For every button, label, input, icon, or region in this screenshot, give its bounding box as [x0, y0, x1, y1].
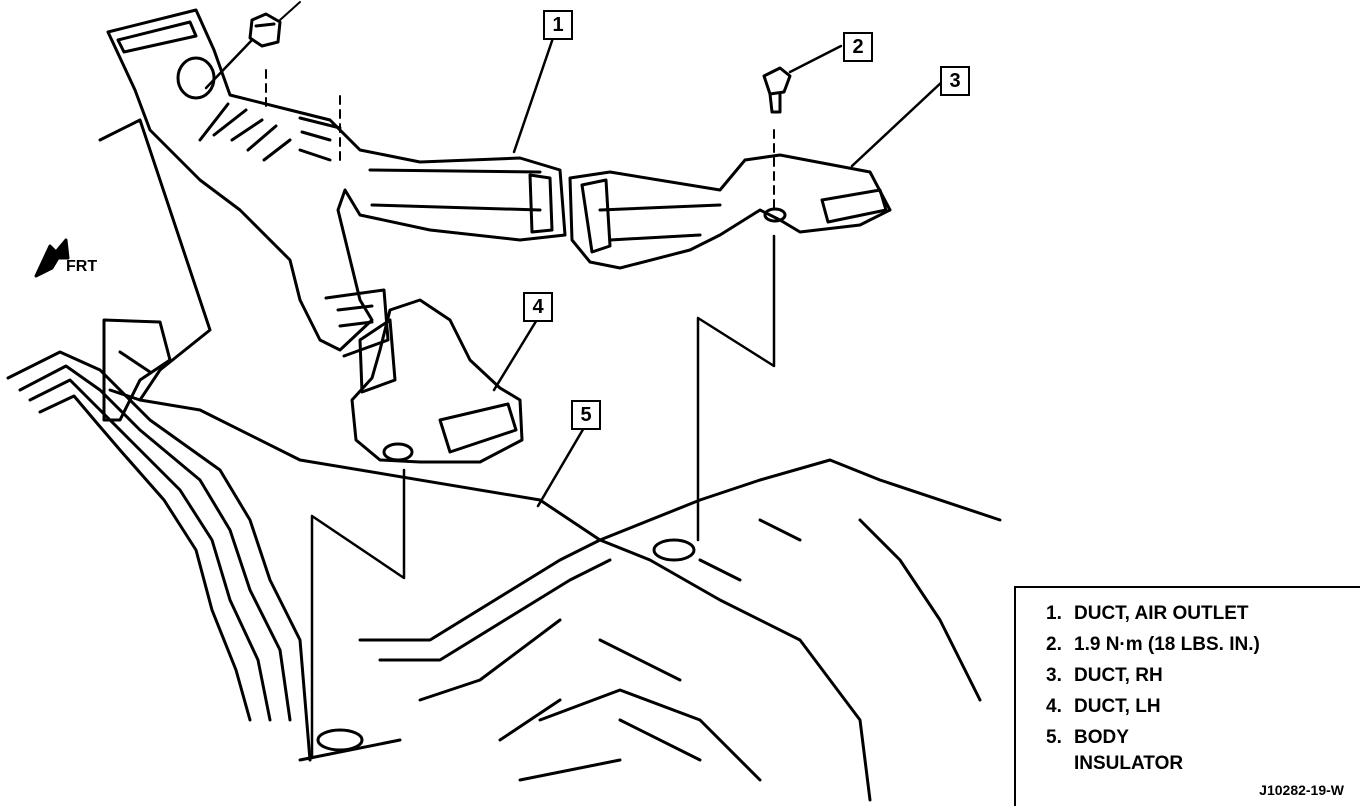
leader-lines: [492, 36, 946, 508]
bolt: [762, 66, 792, 211]
callout-2: 2: [843, 32, 873, 62]
duct-air-outlet: [106, 8, 567, 358]
alignment-lines: [310, 234, 776, 760]
legend-item: 1.DUCT, AIR OUTLET: [1046, 603, 1249, 624]
legend-item: 2.1.9 N·m (18 LBS. IN.): [1046, 634, 1260, 655]
legend: 1.DUCT, AIR OUTLET 2.1.9 N·m (18 LBS. IN…: [1014, 586, 1360, 806]
legend-item: 5.BODY INSULATOR: [1046, 727, 1184, 774]
body-insulator: [6, 118, 1002, 802]
front-arrow-icon: [34, 238, 70, 278]
nut: [204, 1, 341, 161]
direction-label: FRT: [66, 258, 98, 275]
callout-3: 3: [940, 66, 970, 96]
duct-rh: [568, 153, 892, 270]
legend-item: 3.DUCT, RH: [1046, 665, 1163, 686]
figure-id: J10282-19-W: [1259, 782, 1344, 798]
callout-5: 5: [571, 400, 601, 430]
duct-lh: [350, 298, 524, 464]
callout-4: 4: [523, 292, 553, 322]
callout-1: 1: [543, 10, 573, 40]
legend-item: 4.DUCT, LH: [1046, 696, 1161, 717]
